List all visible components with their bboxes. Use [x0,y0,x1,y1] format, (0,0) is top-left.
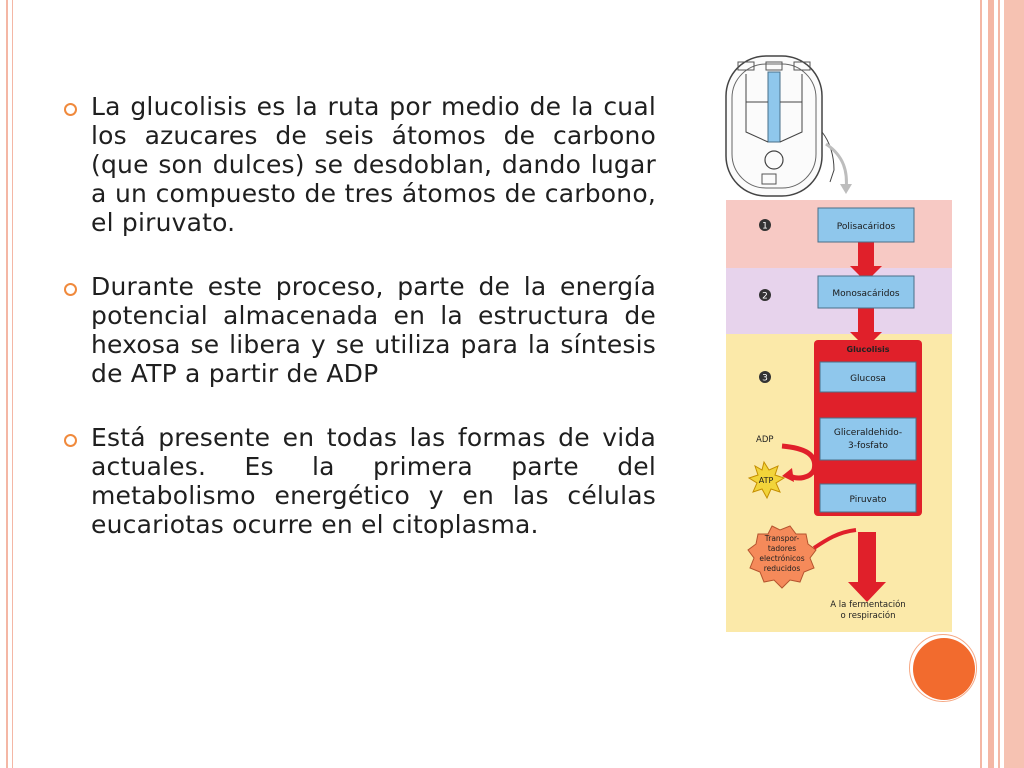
step-number: 3 [762,374,768,384]
box-label: Glucosa [850,374,886,384]
atp-star-icon [747,460,786,500]
bullet-item: La glucolisis es la ruta por medio de la… [60,92,656,237]
step-number: 2 [762,292,768,302]
box-monosacaridos [817,275,915,309]
box-label: Piruvato [849,495,887,505]
bullet-list: La glucolisis es la ruta por medio de la… [60,92,656,574]
box-polisacaridos [817,207,915,243]
transport-label: electrónicos [759,554,804,563]
bullet-text: La glucolisis es la ruta por medio de la… [91,92,656,237]
bullet-circle-icon [64,103,77,116]
box-label: Monosacáridos [832,289,900,299]
glycolysis-diagram: 1 2 3 Glucolisis Polisacáridos Monosacár… [722,52,954,632]
atp-label: ATP [759,476,774,485]
bullet-text: Está presente en todas las formas de vid… [91,423,656,539]
box-label: Gliceraldehido- [834,428,902,438]
bullet-item: Está presente en todas las formas de vid… [60,423,656,539]
cell-illustration [725,55,852,197]
step-number: 1 [762,222,768,232]
step-marker-3 [759,371,771,383]
bullet-circle-icon [64,283,77,296]
step-marker-1 [759,219,771,231]
box-piruvato [819,483,917,513]
box-label: 3-fosfato [848,441,889,451]
decorative-ring [909,634,977,702]
step-marker-2 [759,289,771,301]
end-label: o respiración [841,610,896,621]
end-label: A la fermentación [830,599,905,610]
transport-label: reducidos [764,564,801,573]
transport-label: tadores [768,544,796,553]
decorative-orange-circle [913,638,975,700]
bullet-circle-icon [64,434,77,447]
frame-right-border [980,0,1024,768]
bullet-text: Durante este proceso, parte de la energí… [91,272,656,388]
bullet-item: Durante este proceso, parte de la energí… [60,272,656,388]
frame-line-left-outer [6,0,8,768]
frame-line-left-inner [12,0,13,768]
glucolisis-label: Glucolisis [847,345,890,354]
box-gliceraldehido [819,417,917,461]
box-label: Polisacáridos [837,222,896,232]
box-glucosa [819,361,917,393]
adp-label: ADP [756,435,774,445]
transportadores-burst-icon [747,525,817,589]
transport-label: Transpor- [764,534,800,543]
